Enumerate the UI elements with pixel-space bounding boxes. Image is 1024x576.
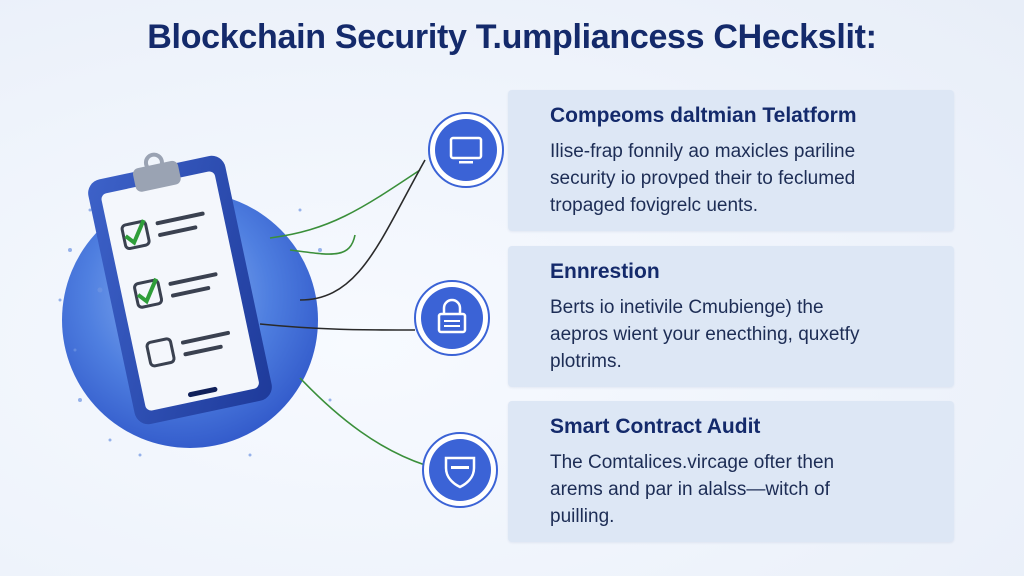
section-card-encryption: Ennrestion Berts io inetivile Cmubienge)… — [508, 246, 954, 387]
sparkle-particles — [58, 208, 332, 457]
section-body: Berts io inetivile Cmubienge) the aepros… — [550, 297, 860, 372]
section-heading: Smart Contract Audit — [550, 415, 761, 438]
section-body: The Comtalices.vircage ofter then arems … — [550, 452, 835, 527]
section-card-platform: Compeoms daltmian Telatform Ilise-frap f… — [508, 90, 954, 231]
clipboard-checklist-icon — [88, 152, 272, 425]
shield-icon — [422, 432, 498, 508]
monitor-icon — [428, 112, 504, 188]
connector-lines — [259, 159, 426, 466]
padlock-icon — [414, 280, 490, 356]
section-heading: Ennrestion — [550, 260, 660, 283]
page-title: Blockchain Security T.umpliancess CHecks… — [147, 18, 877, 56]
section-heading: Compeoms daltmian Telatform — [550, 104, 857, 127]
section-body: Ilise-frap fonnily ao maxicles pariline … — [550, 141, 856, 216]
section-card-smart-contract-audit: Smart Contract Audit The Comtalices.virc… — [508, 401, 954, 542]
